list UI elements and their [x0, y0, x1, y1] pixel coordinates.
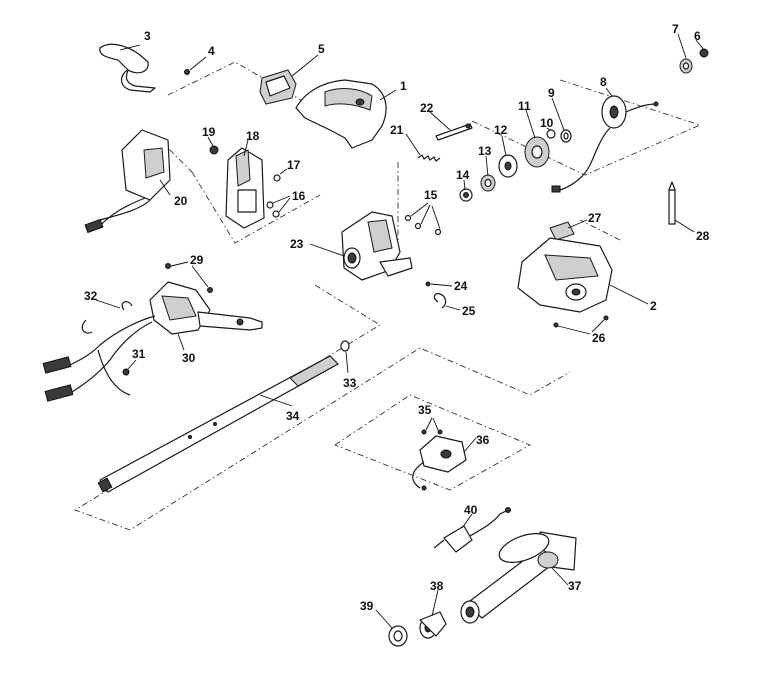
part-38-bushing [419, 611, 447, 639]
part-3-lever [99, 43, 156, 93]
part-6-nut [699, 48, 709, 58]
callout-13: 13 [478, 144, 492, 158]
part-28-pin [668, 181, 676, 225]
callout-16: 16 [292, 189, 306, 203]
part-18-housing [225, 147, 265, 229]
part-8-lock-cylinder [551, 95, 659, 193]
part-12-gear [498, 154, 518, 178]
part-17-screw [273, 168, 288, 182]
callout-32: 32 [84, 289, 98, 303]
callout-33: 33 [343, 376, 357, 390]
part-30-switch [149, 281, 263, 335]
part-32-clip [81, 301, 133, 334]
part-14-bearing [459, 188, 473, 202]
part-25-clip [433, 293, 461, 311]
callout-3: 3 [144, 29, 151, 43]
part-26-screws [553, 315, 609, 335]
callout-38: 38 [430, 579, 444, 593]
part-36-switch [412, 435, 467, 491]
callout-7: 7 [672, 22, 679, 36]
callout-31: 31 [132, 347, 146, 361]
callout-28: 28 [696, 229, 710, 243]
part-23-bracket [341, 211, 413, 281]
callout-21: 21 [390, 123, 404, 137]
part-16-screws [266, 195, 291, 218]
part-1-shroud [295, 79, 387, 149]
part-29-screws [165, 261, 213, 293]
callout-17: 17 [287, 158, 301, 172]
part-39-washer [388, 625, 408, 647]
callout-1: 1 [400, 79, 407, 93]
callout-23: 23 [290, 237, 304, 251]
part-7-cap [679, 58, 693, 74]
part-4-screw [184, 56, 207, 75]
part-27-clip [549, 221, 575, 241]
callout-40: 40 [464, 503, 478, 517]
callout-20: 20 [174, 194, 188, 208]
part-19-bolt [209, 145, 219, 155]
part-15-screws [404, 202, 442, 236]
part-13-bearing [480, 174, 496, 192]
callout-9: 9 [548, 86, 555, 100]
callout-37: 37 [568, 579, 582, 593]
part-5-cover [259, 69, 297, 105]
callout-26: 26 [592, 331, 606, 345]
callout-8: 8 [600, 75, 607, 89]
callout-10: 10 [540, 116, 554, 130]
part-22-rod [435, 123, 473, 141]
part-40-sensor [433, 507, 511, 553]
part-20-switch-module [84, 129, 171, 234]
callout-35: 35 [418, 403, 432, 417]
callout-15: 15 [424, 188, 438, 202]
callout-25: 25 [462, 304, 476, 318]
callout-30: 30 [182, 351, 196, 365]
callout-5: 5 [318, 42, 325, 56]
harness-wires [42, 315, 156, 402]
callout-36: 36 [476, 433, 490, 447]
part-37-jacket [460, 531, 577, 624]
callout-11: 11 [518, 99, 531, 113]
callout-leaders [95, 33, 705, 629]
callout-12: 12 [494, 123, 508, 137]
part-34-shaft [97, 355, 339, 493]
callout-22: 22 [420, 101, 434, 115]
callout-29: 29 [190, 253, 204, 267]
part-9-ring [560, 129, 572, 143]
part-33-ring [340, 340, 350, 352]
callout-4: 4 [208, 44, 215, 58]
part-21-spring [417, 154, 441, 162]
part-10-washer [546, 129, 556, 139]
callout-19: 19 [202, 125, 216, 139]
callout-2: 2 [650, 299, 657, 313]
callout-39: 39 [360, 599, 374, 613]
callout-6: 6 [694, 29, 701, 43]
part-35-screws [421, 417, 443, 435]
part-11-gear [524, 136, 550, 168]
callout-24: 24 [454, 279, 468, 293]
callout-numbers: 3 4 5 1 7 6 8 9 10 11 12 13 14 15 16 17 … [84, 22, 710, 613]
part-2-lower-shroud [517, 237, 613, 313]
callout-27: 27 [588, 211, 602, 225]
part-31-connector [122, 359, 137, 376]
callout-34: 34 [286, 409, 300, 423]
callout-14: 14 [456, 168, 470, 182]
part-24-screw [425, 281, 453, 287]
callout-18: 18 [246, 129, 260, 143]
